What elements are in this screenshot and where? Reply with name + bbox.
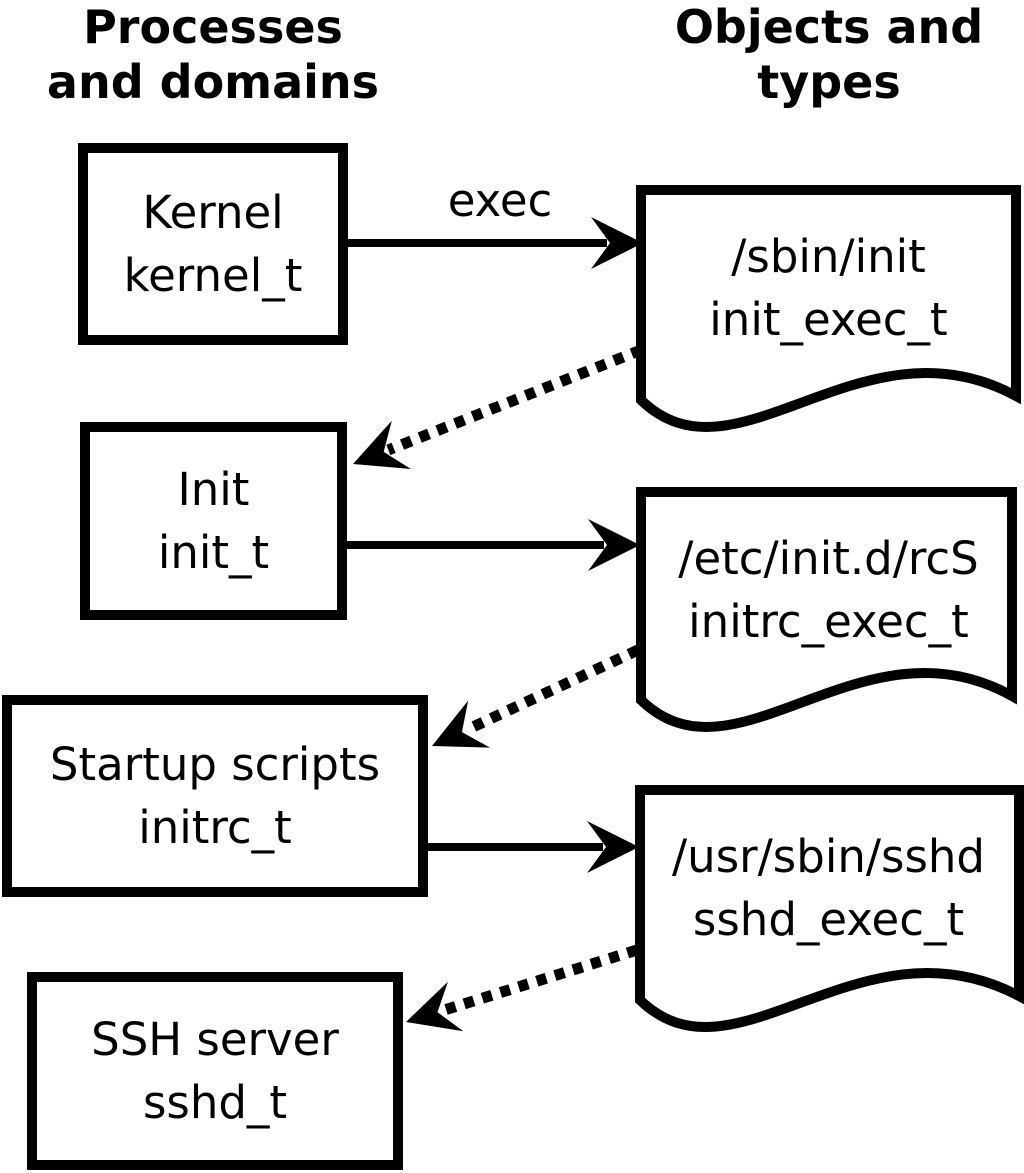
transition-arrow-line-sshd_exec_t — [440, 944, 639, 1016]
process-box-init: Init init_t — [80, 422, 347, 620]
document-shape-initrc_exec_t — [636, 487, 1017, 732]
process-domain: kernel_t — [123, 249, 303, 302]
process-name: SSH server — [91, 1013, 339, 1066]
process-box-kernel: Kernel kernel_t — [78, 143, 348, 345]
column-header-objects: Objects and types — [674, 0, 984, 109]
object-type: initrc_exec_t — [688, 595, 969, 648]
exec-arrowhead-kernel_t — [591, 217, 643, 269]
process-box-ssh-server: SSH server sshd_t — [27, 972, 403, 1170]
transition-arrowhead-initrc_exec_t — [432, 700, 491, 748]
document-shape-sshd_exec_t — [635, 785, 1024, 1032]
object-type: init_exec_t — [709, 293, 948, 346]
object-path: /usr/sbin/sshd — [672, 830, 985, 883]
column-header-processes: Processes and domains — [46, 0, 380, 109]
process-name: Startup scripts — [49, 738, 381, 791]
transition-arrow-line-initrc_exec_t — [464, 645, 641, 735]
object-path: /etc/init.d/rcS — [678, 532, 979, 585]
object-type: sshd_exec_t — [692, 893, 965, 946]
process-name: Init — [177, 463, 250, 516]
process-domain: sshd_t — [142, 1076, 288, 1129]
document-shape-init_exec_t — [636, 185, 1021, 432]
object-doc-etc-initd-rcs: /etc/init.d/rcS initrc_exec_t — [646, 500, 1011, 680]
exec-arrowhead-initrc_t — [587, 821, 639, 873]
process-domain: init_t — [157, 526, 270, 579]
process-domain: initrc_t — [138, 801, 292, 854]
object-path: /sbin/init — [731, 230, 926, 283]
transition-arrow-line-init_exec_t — [386, 344, 644, 456]
object-doc-usr-sbin-sshd: /usr/sbin/sshd sshd_exec_t — [646, 798, 1011, 978]
object-doc-sbin-init: /sbin/init init_exec_t — [646, 198, 1011, 378]
process-box-startup-scripts: Startup scripts initrc_t — [2, 695, 428, 897]
exec-arrow-label: exec — [447, 174, 553, 227]
transition-arrowhead-sshd_exec_t — [406, 981, 464, 1032]
exec-arrowhead-init_t — [588, 519, 640, 571]
process-name: Kernel — [142, 186, 284, 239]
transition-arrowhead-init_exec_t — [353, 420, 411, 469]
